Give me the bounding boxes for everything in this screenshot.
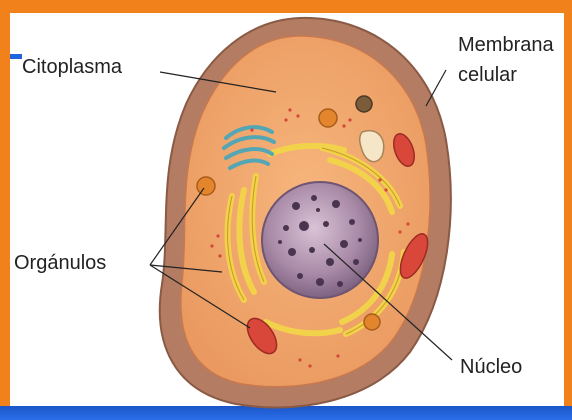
- label-nucleo: Núcleo: [460, 356, 522, 378]
- label-celular: celular: [458, 64, 517, 86]
- label-organulos: Orgánulos: [14, 252, 106, 274]
- label-membrana: Membrana: [458, 34, 554, 56]
- label-citoplasma: Citoplasma: [22, 56, 122, 78]
